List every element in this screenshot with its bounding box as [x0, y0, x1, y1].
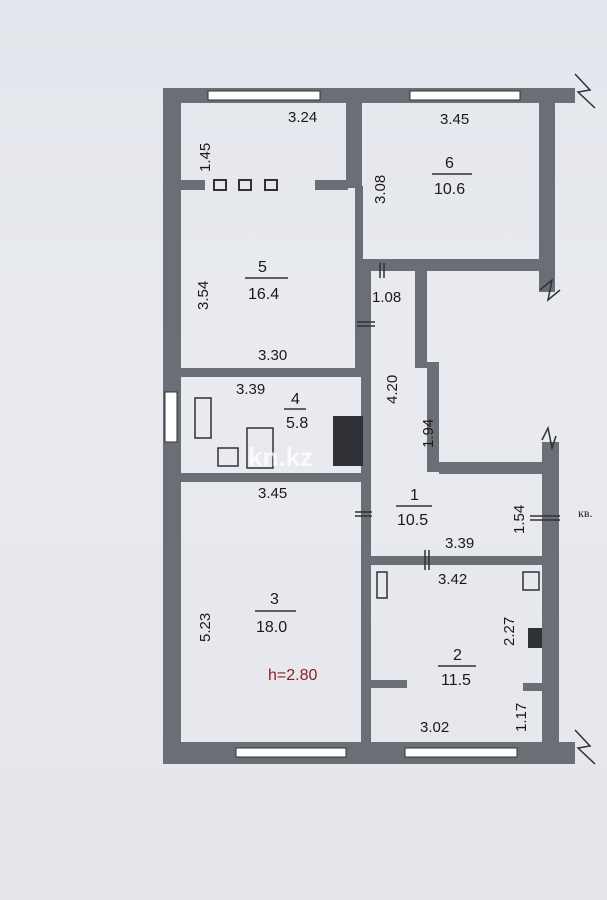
dim-r1-right: 1.54 — [511, 505, 528, 534]
room-1-area: 10.5 — [397, 512, 428, 529]
dim-r1-bottom: 3.39 — [445, 535, 474, 552]
window-room6 — [409, 90, 521, 101]
dim-r5-top: 3.24 — [288, 109, 317, 126]
room-1-number: 1 — [410, 487, 419, 504]
dimensions: 3.24 1.45 3.54 3.30 3.45 3.08 1.08 4.20 … — [195, 109, 530, 736]
door-marks — [355, 263, 560, 570]
dim-r6-top: 3.45 — [440, 111, 469, 128]
window-room2 — [404, 747, 518, 758]
dim-r2-right-lower: 1.17 — [513, 703, 530, 732]
room-2-area: 11.5 — [441, 672, 471, 689]
dim-r4-top: 3.39 — [236, 381, 265, 398]
boiler-icon — [333, 416, 363, 466]
dashed-partition — [213, 179, 278, 191]
walls — [163, 88, 575, 764]
dim-r5-left-upper: 1.45 — [197, 143, 214, 172]
dim-corridor-right: 1.94 — [420, 419, 437, 448]
dim-r3-top: 3.45 — [258, 485, 287, 502]
socket-icon — [528, 628, 542, 648]
dim-r3-left: 5.23 — [197, 613, 214, 642]
room-4-area: 5.8 — [286, 415, 308, 432]
dim-corridor-left: 4.20 — [384, 375, 401, 404]
room-4-number: 4 — [291, 391, 300, 408]
room-3-area: 18.0 — [256, 619, 287, 636]
window-room3 — [235, 747, 347, 758]
dim-r2-bottom: 3.02 — [420, 719, 449, 736]
room-3-number: 3 — [270, 591, 279, 608]
window-room5 — [207, 90, 321, 101]
bathroom-fixtures — [194, 397, 542, 648]
dim-r6-left: 3.08 — [372, 175, 389, 204]
room-6-number: 6 — [445, 155, 454, 172]
room-labels: 6 10.6 5 16.4 4 5.8 1 10.5 3 18.0 2 11.5… — [245, 155, 593, 689]
room-5-area: 16.4 — [248, 286, 279, 303]
watermark: kn.kz — [248, 442, 313, 472]
ceiling-height-label: h=2.80 — [268, 667, 317, 684]
window-room4 — [164, 391, 178, 443]
room-5-number: 5 — [258, 259, 267, 276]
room-2-number: 2 — [453, 647, 462, 664]
apartment-label: кв. — [578, 506, 593, 520]
wall-break-marks — [539, 73, 596, 765]
dim-corridor-top: 1.08 — [372, 289, 401, 306]
dim-r5-bottom: 3.30 — [258, 347, 287, 364]
dim-r2-right-upper: 2.27 — [501, 617, 518, 646]
dim-r2-top: 3.42 — [438, 571, 467, 588]
room-6-area: 10.6 — [434, 181, 465, 198]
windows — [164, 90, 521, 758]
dim-r5-left: 3.54 — [195, 281, 212, 310]
